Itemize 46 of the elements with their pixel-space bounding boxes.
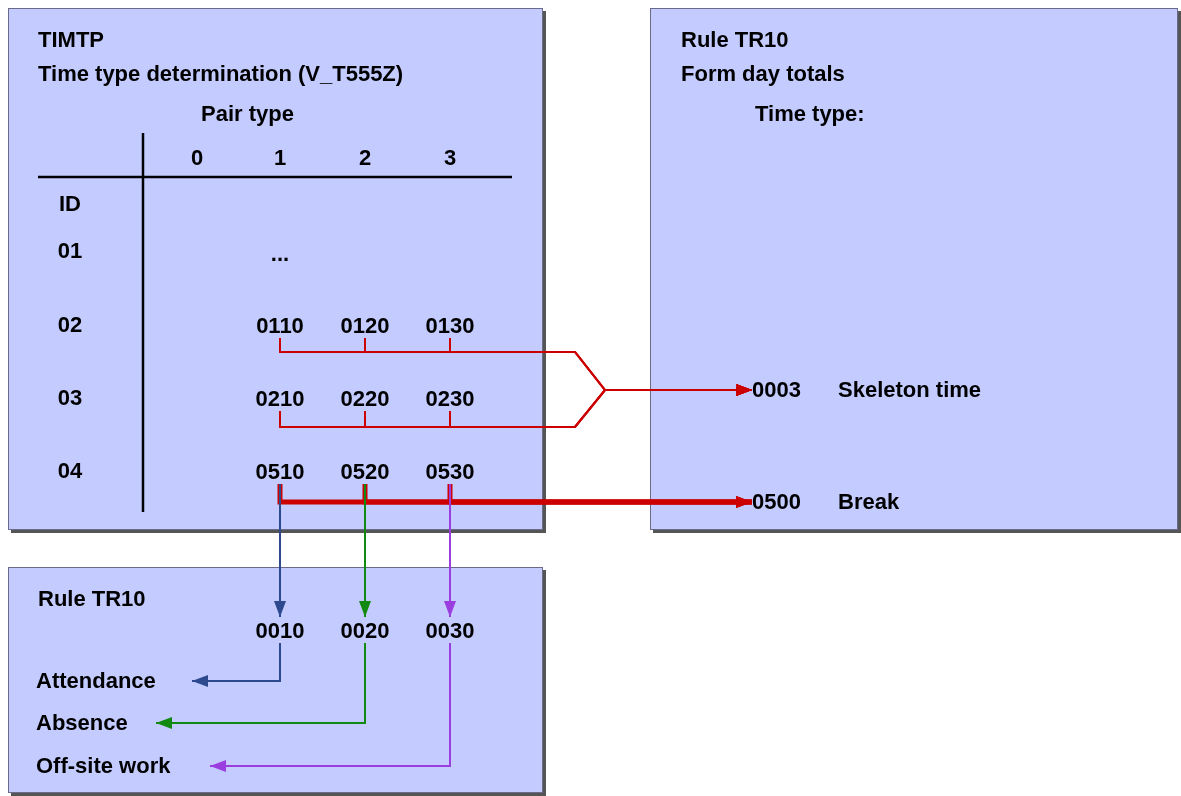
panel — [8, 8, 543, 530]
ellipsis: ... — [269, 240, 291, 268]
time-type-name: Skeleton time — [838, 376, 982, 404]
time-type-code: 0020 — [333, 617, 397, 643]
arrow — [274, 483, 286, 618]
processing-type-label: Off-site work — [36, 752, 210, 780]
time-type-code: 0003 — [752, 376, 801, 404]
time-type-code: 0230 — [418, 385, 482, 411]
column-header: 2 — [357, 144, 373, 172]
time-type-code: 0030 — [418, 617, 482, 643]
panel-subtitle: Time type determination (V_T555Z) — [38, 60, 404, 88]
arrow — [359, 483, 371, 618]
arrow — [209, 642, 451, 772]
column-header: 3 — [442, 144, 458, 172]
panel-heading: Rule TR10 — [38, 585, 146, 613]
time-type-code: 0510 — [248, 458, 312, 484]
time-type-code: 0520 — [333, 458, 397, 484]
processing-type-label: Absence — [36, 709, 156, 737]
time-type-name: Break — [838, 488, 900, 516]
arrow — [447, 484, 752, 508]
row-header: 02 — [56, 311, 84, 339]
processing-type-label: Attendance — [36, 667, 192, 695]
panel-heading: TIMTP — [38, 26, 104, 54]
time-type-code: 0120 — [333, 312, 397, 338]
panel — [8, 567, 543, 793]
column-heading: Time type: — [755, 100, 865, 128]
panel-subtitle: Form day totals — [681, 60, 845, 88]
time-type-code: 0500 — [752, 488, 801, 516]
panel-heading: Rule TR10 — [681, 26, 789, 54]
panel — [650, 8, 1178, 530]
time-type-code: 0220 — [333, 385, 397, 411]
column-header: 0 — [189, 144, 205, 172]
time-type-code: 0010 — [248, 617, 312, 643]
row-header: 01 — [56, 237, 84, 265]
column-header: 1 — [272, 144, 288, 172]
time-type-code: 0130 — [418, 312, 482, 338]
arrow — [444, 483, 456, 618]
row-header: 04 — [56, 457, 84, 485]
arrow — [191, 642, 281, 687]
time-type-code: 0210 — [248, 385, 312, 411]
time-type-code: 0530 — [418, 458, 482, 484]
row-header: ID — [58, 190, 82, 218]
time-type-code: 0110 — [248, 312, 312, 338]
arrow — [155, 642, 366, 729]
row-header: 03 — [56, 384, 84, 412]
table-heading: Pair type — [200, 100, 295, 128]
